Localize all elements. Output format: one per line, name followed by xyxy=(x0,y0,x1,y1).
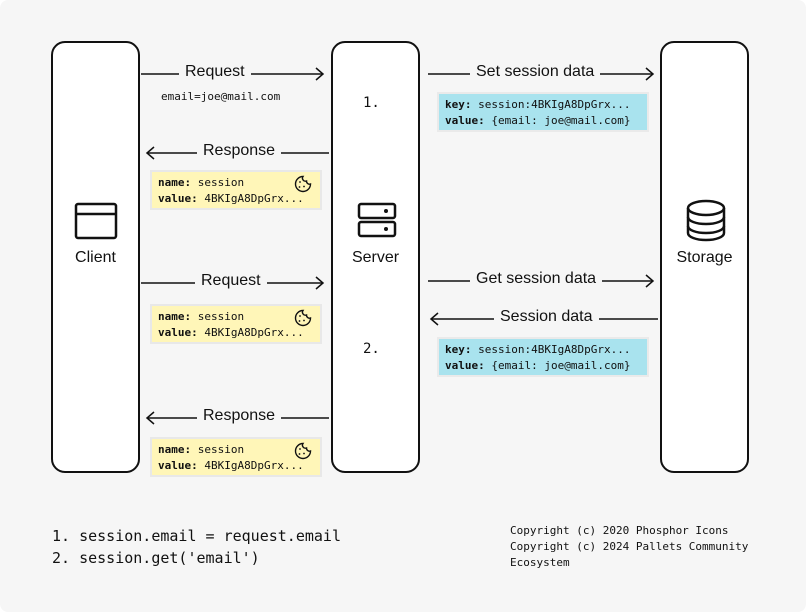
request-arrow-2: Request xyxy=(141,272,325,293)
step-1-label: 1. xyxy=(363,95,380,111)
browser-window-icon xyxy=(74,202,118,247)
session-data-arrow: Session data xyxy=(429,308,658,329)
copyright-line-1: Copyright (c) 2020 Phosphor Icons xyxy=(510,524,729,537)
step-legend: 1. session.email = request.email 2. sess… xyxy=(52,525,341,569)
response-arrow-2: Response xyxy=(145,407,329,428)
value-label: value: xyxy=(158,459,198,472)
server-column: Server 1. 2. xyxy=(331,41,420,473)
request-arrow-1: Request xyxy=(141,63,325,84)
storage-box-1: key: session:4BKIgA8DpGrx... value: {ema… xyxy=(437,92,649,132)
response-label-2: Response xyxy=(197,407,282,425)
value-label: value: xyxy=(158,192,198,205)
set-session-label: Set session data xyxy=(470,63,601,81)
request-note: email=joe@mail.com xyxy=(161,90,281,103)
key-label: key: xyxy=(445,343,472,356)
get-session-arrow: Get session data xyxy=(428,270,655,291)
value-label: value: xyxy=(445,114,485,127)
cookie-icon xyxy=(294,175,312,198)
storage-label: Storage xyxy=(676,249,733,266)
name-label: name: xyxy=(158,310,192,323)
copyright-line-2: Copyright (c) 2024 Pallets Community xyxy=(510,540,749,553)
copyright-line-3: Ecosystem xyxy=(510,556,570,569)
request-label-1: Request xyxy=(179,63,251,81)
cookie-box-3: name: session value: 4BKIgA8DpGrx... xyxy=(150,437,322,477)
response-label-1: Response xyxy=(197,142,282,160)
name-label: name: xyxy=(158,176,192,189)
value-value: 4BKIgA8DpGrx... xyxy=(204,326,304,339)
key-value: session:4BKIgA8DpGrx... xyxy=(478,343,631,356)
legend-line-2: 2. session.get('email') xyxy=(52,549,260,567)
copyright-notice: Copyright (c) 2020 Phosphor Icons Copyri… xyxy=(510,523,748,571)
legend-line-1: 1. session.email = request.email xyxy=(52,527,341,545)
value-value: {email: joe@mail.com} xyxy=(491,114,631,127)
name-value: session xyxy=(197,176,245,189)
name-value: session xyxy=(197,443,245,456)
session-data-label: Session data xyxy=(494,308,599,326)
cookie-box-2: name: session value: 4BKIgA8DpGrx... xyxy=(150,304,322,344)
value-value: 4BKIgA8DpGrx... xyxy=(204,192,304,205)
value-label: value: xyxy=(158,326,198,339)
value-value: {email: joe@mail.com} xyxy=(491,359,631,372)
value-label: value: xyxy=(445,359,485,372)
cookie-icon xyxy=(294,442,312,465)
set-session-arrow: Set session data xyxy=(428,63,655,84)
server-icon xyxy=(357,202,397,247)
request-label-2: Request xyxy=(195,272,267,290)
key-value: session:4BKIgA8DpGrx... xyxy=(478,98,631,111)
step-2-label: 2. xyxy=(363,341,380,357)
name-label: name: xyxy=(158,443,192,456)
key-label: key: xyxy=(445,98,472,111)
client-label: Client xyxy=(75,249,116,266)
get-session-label: Get session data xyxy=(470,270,603,288)
name-value: session xyxy=(197,310,245,323)
response-arrow-1: Response xyxy=(145,142,329,163)
storage-box-2: key: session:4BKIgA8DpGrx... value: {ema… xyxy=(437,337,649,377)
server-label: Server xyxy=(351,249,400,266)
storage-column: Storage xyxy=(660,41,749,473)
value-value: 4BKIgA8DpGrx... xyxy=(204,459,304,472)
cookie-box-1: name: session value: 4BKIgA8DpGrx... xyxy=(150,170,322,210)
database-icon xyxy=(685,199,727,248)
cookie-icon xyxy=(294,309,312,332)
client-column: Client xyxy=(51,41,140,473)
